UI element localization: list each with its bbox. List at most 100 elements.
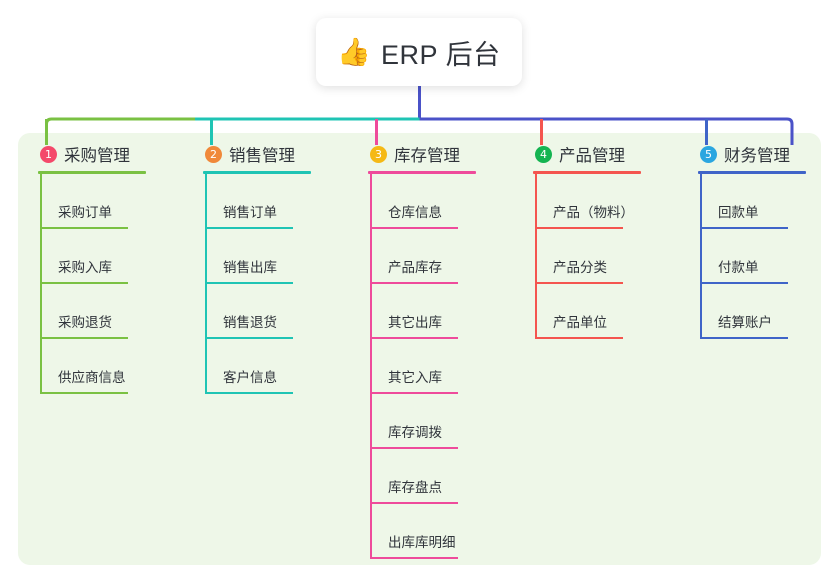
column-title: 库存管理: [394, 147, 460, 165]
leaf-underline: [205, 337, 293, 339]
column-items: 回款单付款单结算账户: [698, 174, 839, 339]
leaf-underline: [40, 227, 128, 229]
leaf-underline: [535, 227, 623, 229]
column-underline: [38, 171, 146, 174]
leaf-node[interactable]: 产品单位: [535, 284, 683, 339]
leaf-node[interactable]: 销售出库: [205, 229, 353, 284]
column-header-4[interactable]: 4 产品管理: [533, 141, 683, 167]
column-title: 采购管理: [64, 147, 130, 165]
number-badge-icon: 4: [535, 145, 552, 163]
leaf-label: 其它出库: [388, 315, 442, 330]
leaf-underline: [40, 392, 128, 394]
leaf-node[interactable]: 采购订单: [40, 174, 188, 229]
column-header-5[interactable]: 5 财务管理: [698, 141, 839, 167]
leaf-label: 销售订单: [223, 205, 277, 220]
root-node[interactable]: 👍 ERP 后台: [316, 18, 522, 86]
leaf-node[interactable]: 其它出库: [370, 284, 518, 339]
column-underline: [533, 171, 641, 174]
leaf-node[interactable]: 产品分类: [535, 229, 683, 284]
column-items: 产品（物料） 产品分类产品单位: [533, 174, 683, 339]
column-spine: [700, 174, 702, 339]
column-1: 1 采购管理采购订单采购入库采购退货供应商信息: [38, 141, 188, 394]
leaf-underline: [370, 557, 458, 559]
column-items: 采购订单采购入库采购退货供应商信息: [38, 174, 188, 394]
column-header-1[interactable]: 1 采购管理: [38, 141, 188, 167]
leaf-underline: [370, 227, 458, 229]
leaf-node[interactable]: 销售订单: [205, 174, 353, 229]
number-badge-icon: 1: [40, 145, 57, 163]
leaf-label: 销售出库: [223, 260, 277, 275]
leaf-label: 其它入库: [388, 370, 442, 385]
leaf-node[interactable]: 产品（物料）: [535, 174, 683, 229]
leaf-underline: [370, 392, 458, 394]
leaf-label: 销售退货: [223, 315, 277, 330]
leaf-underline: [370, 502, 458, 504]
leaf-node[interactable]: 付款单: [700, 229, 839, 284]
leaf-label: 回款单: [718, 205, 759, 220]
leaf-underline: [370, 447, 458, 449]
leaf-label: 客户信息: [223, 370, 277, 385]
leaf-label: 产品分类: [553, 260, 607, 275]
leaf-label: 结算账户: [718, 315, 772, 330]
leaf-underline: [205, 392, 293, 394]
leaf-node[interactable]: 库存盘点: [370, 449, 518, 504]
leaf-node[interactable]: 仓库信息: [370, 174, 518, 229]
number-badge-icon: 2: [205, 145, 222, 163]
leaf-node[interactable]: 供应商信息: [40, 339, 188, 394]
leaf-label: 出库库明细: [388, 535, 456, 550]
column-underline: [203, 171, 311, 174]
column-4: 4 产品管理产品（物料） 产品分类产品单位: [533, 141, 683, 339]
leaf-node[interactable]: 库存调拨: [370, 394, 518, 449]
leaf-underline: [370, 282, 458, 284]
diagram-panel: [18, 133, 821, 565]
leaf-node[interactable]: 客户信息: [205, 339, 353, 394]
leaf-label: 产品（物料）: [553, 205, 634, 220]
leaf-label: 采购订单: [58, 205, 112, 220]
leaf-label: 供应商信息: [58, 370, 126, 385]
leaf-underline: [370, 337, 458, 339]
column-spine: [535, 174, 537, 339]
leaf-node[interactable]: 其它入库: [370, 339, 518, 394]
leaf-underline: [40, 337, 128, 339]
column-items: 销售订单销售出库销售退货客户信息: [203, 174, 353, 394]
column-3: 3 库存管理仓库信息产品库存其它出库其它入库库存调拨库存盘点出库库明细: [368, 141, 518, 559]
column-title: 产品管理: [559, 147, 625, 165]
column-header-3[interactable]: 3 库存管理: [368, 141, 518, 167]
column-spine: [370, 174, 372, 559]
leaf-node[interactable]: 销售退货: [205, 284, 353, 339]
leaf-underline: [40, 282, 128, 284]
leaf-underline: [205, 282, 293, 284]
leaf-node[interactable]: 产品库存: [370, 229, 518, 284]
leaf-node[interactable]: 结算账户: [700, 284, 839, 339]
leaf-underline: [535, 282, 623, 284]
root-title: ERP 后台: [381, 39, 501, 70]
leaf-label: 产品库存: [388, 260, 442, 275]
leaf-label: 付款单: [718, 260, 759, 275]
leaf-node[interactable]: 回款单: [700, 174, 839, 229]
column-spine: [40, 174, 42, 394]
leaf-label: 采购退货: [58, 315, 112, 330]
number-badge-icon: 5: [700, 145, 717, 163]
column-title: 财务管理: [724, 147, 790, 165]
thumbs-up-icon: 👍: [337, 36, 372, 67]
leaf-label: 产品单位: [553, 315, 607, 330]
leaf-underline: [535, 337, 623, 339]
leaf-label: 库存盘点: [388, 480, 442, 495]
leaf-underline: [700, 282, 788, 284]
leaf-label: 采购入库: [58, 260, 112, 275]
column-underline: [368, 171, 476, 174]
number-badge-icon: 3: [370, 145, 387, 163]
leaf-node[interactable]: 出库库明细: [370, 504, 518, 559]
leaf-node[interactable]: 采购入库: [40, 229, 188, 284]
leaf-node[interactable]: 采购退货: [40, 284, 188, 339]
column-items: 仓库信息产品库存其它出库其它入库库存调拨库存盘点出库库明细: [368, 174, 518, 559]
leaf-label: 库存调拨: [388, 425, 442, 440]
leaf-underline: [700, 337, 788, 339]
column-5: 5 财务管理回款单付款单结算账户: [698, 141, 839, 339]
leaf-underline: [205, 227, 293, 229]
leaf-label: 仓库信息: [388, 205, 442, 220]
column-underline: [698, 171, 806, 174]
column-spine: [205, 174, 207, 394]
